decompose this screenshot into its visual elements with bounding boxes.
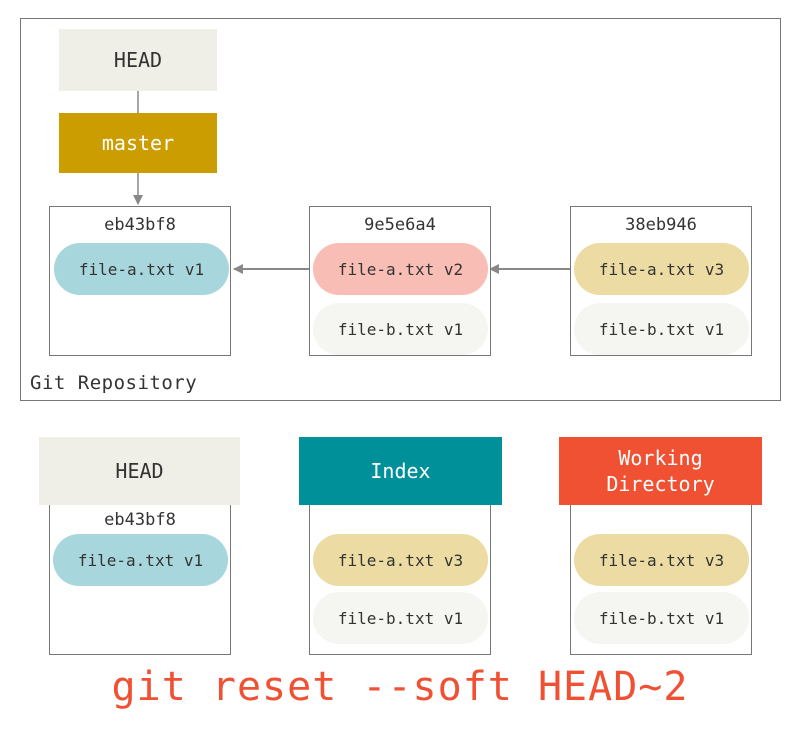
commit-box: eb43bf8 file-a.txt v1: [49, 206, 231, 356]
file-pill: file-a.txt v1: [54, 243, 229, 295]
commit-hash: 38eb946: [625, 215, 697, 235]
file-pill: file-a.txt v3: [574, 534, 749, 586]
commit-box: 38eb946 file-a.txt v3 file-b.txt v1: [570, 206, 752, 356]
head-tree-box: eb43bf8 file-a.txt v1: [49, 503, 231, 655]
file-pill: file-b.txt v1: [574, 592, 749, 644]
git-repository-label: Git Repository: [30, 372, 198, 394]
commit-box: 9e5e6a4 file-a.txt v2 file-b.txt v1: [309, 206, 491, 356]
commit-hash: eb43bf8: [104, 215, 176, 235]
git-repository-frame: [20, 18, 781, 401]
master-branch-pointer: master: [59, 113, 217, 173]
head-tree-header: HEAD: [39, 437, 240, 505]
file-pill: file-a.txt v3: [574, 243, 749, 295]
commit-hash: 9e5e6a4: [364, 215, 436, 235]
file-pill: file-a.txt v3: [313, 534, 488, 586]
working-directory-tree-box: file-a.txt v3 file-b.txt v1: [570, 503, 752, 655]
file-pill: file-b.txt v1: [313, 592, 488, 644]
repo-head-pointer: HEAD: [59, 29, 217, 91]
file-pill: file-b.txt v1: [574, 303, 749, 355]
git-command-caption: git reset --soft HEAD~2: [111, 664, 689, 710]
file-pill: file-a.txt v2: [313, 243, 488, 295]
file-pill: file-b.txt v1: [313, 303, 488, 355]
index-tree-header: Index: [299, 437, 502, 505]
head-tree-hash: eb43bf8: [104, 510, 176, 530]
file-pill: file-a.txt v1: [53, 534, 228, 586]
working-directory-tree-header: Working Directory: [559, 437, 762, 505]
index-tree-box: file-a.txt v3 file-b.txt v1: [309, 503, 491, 655]
